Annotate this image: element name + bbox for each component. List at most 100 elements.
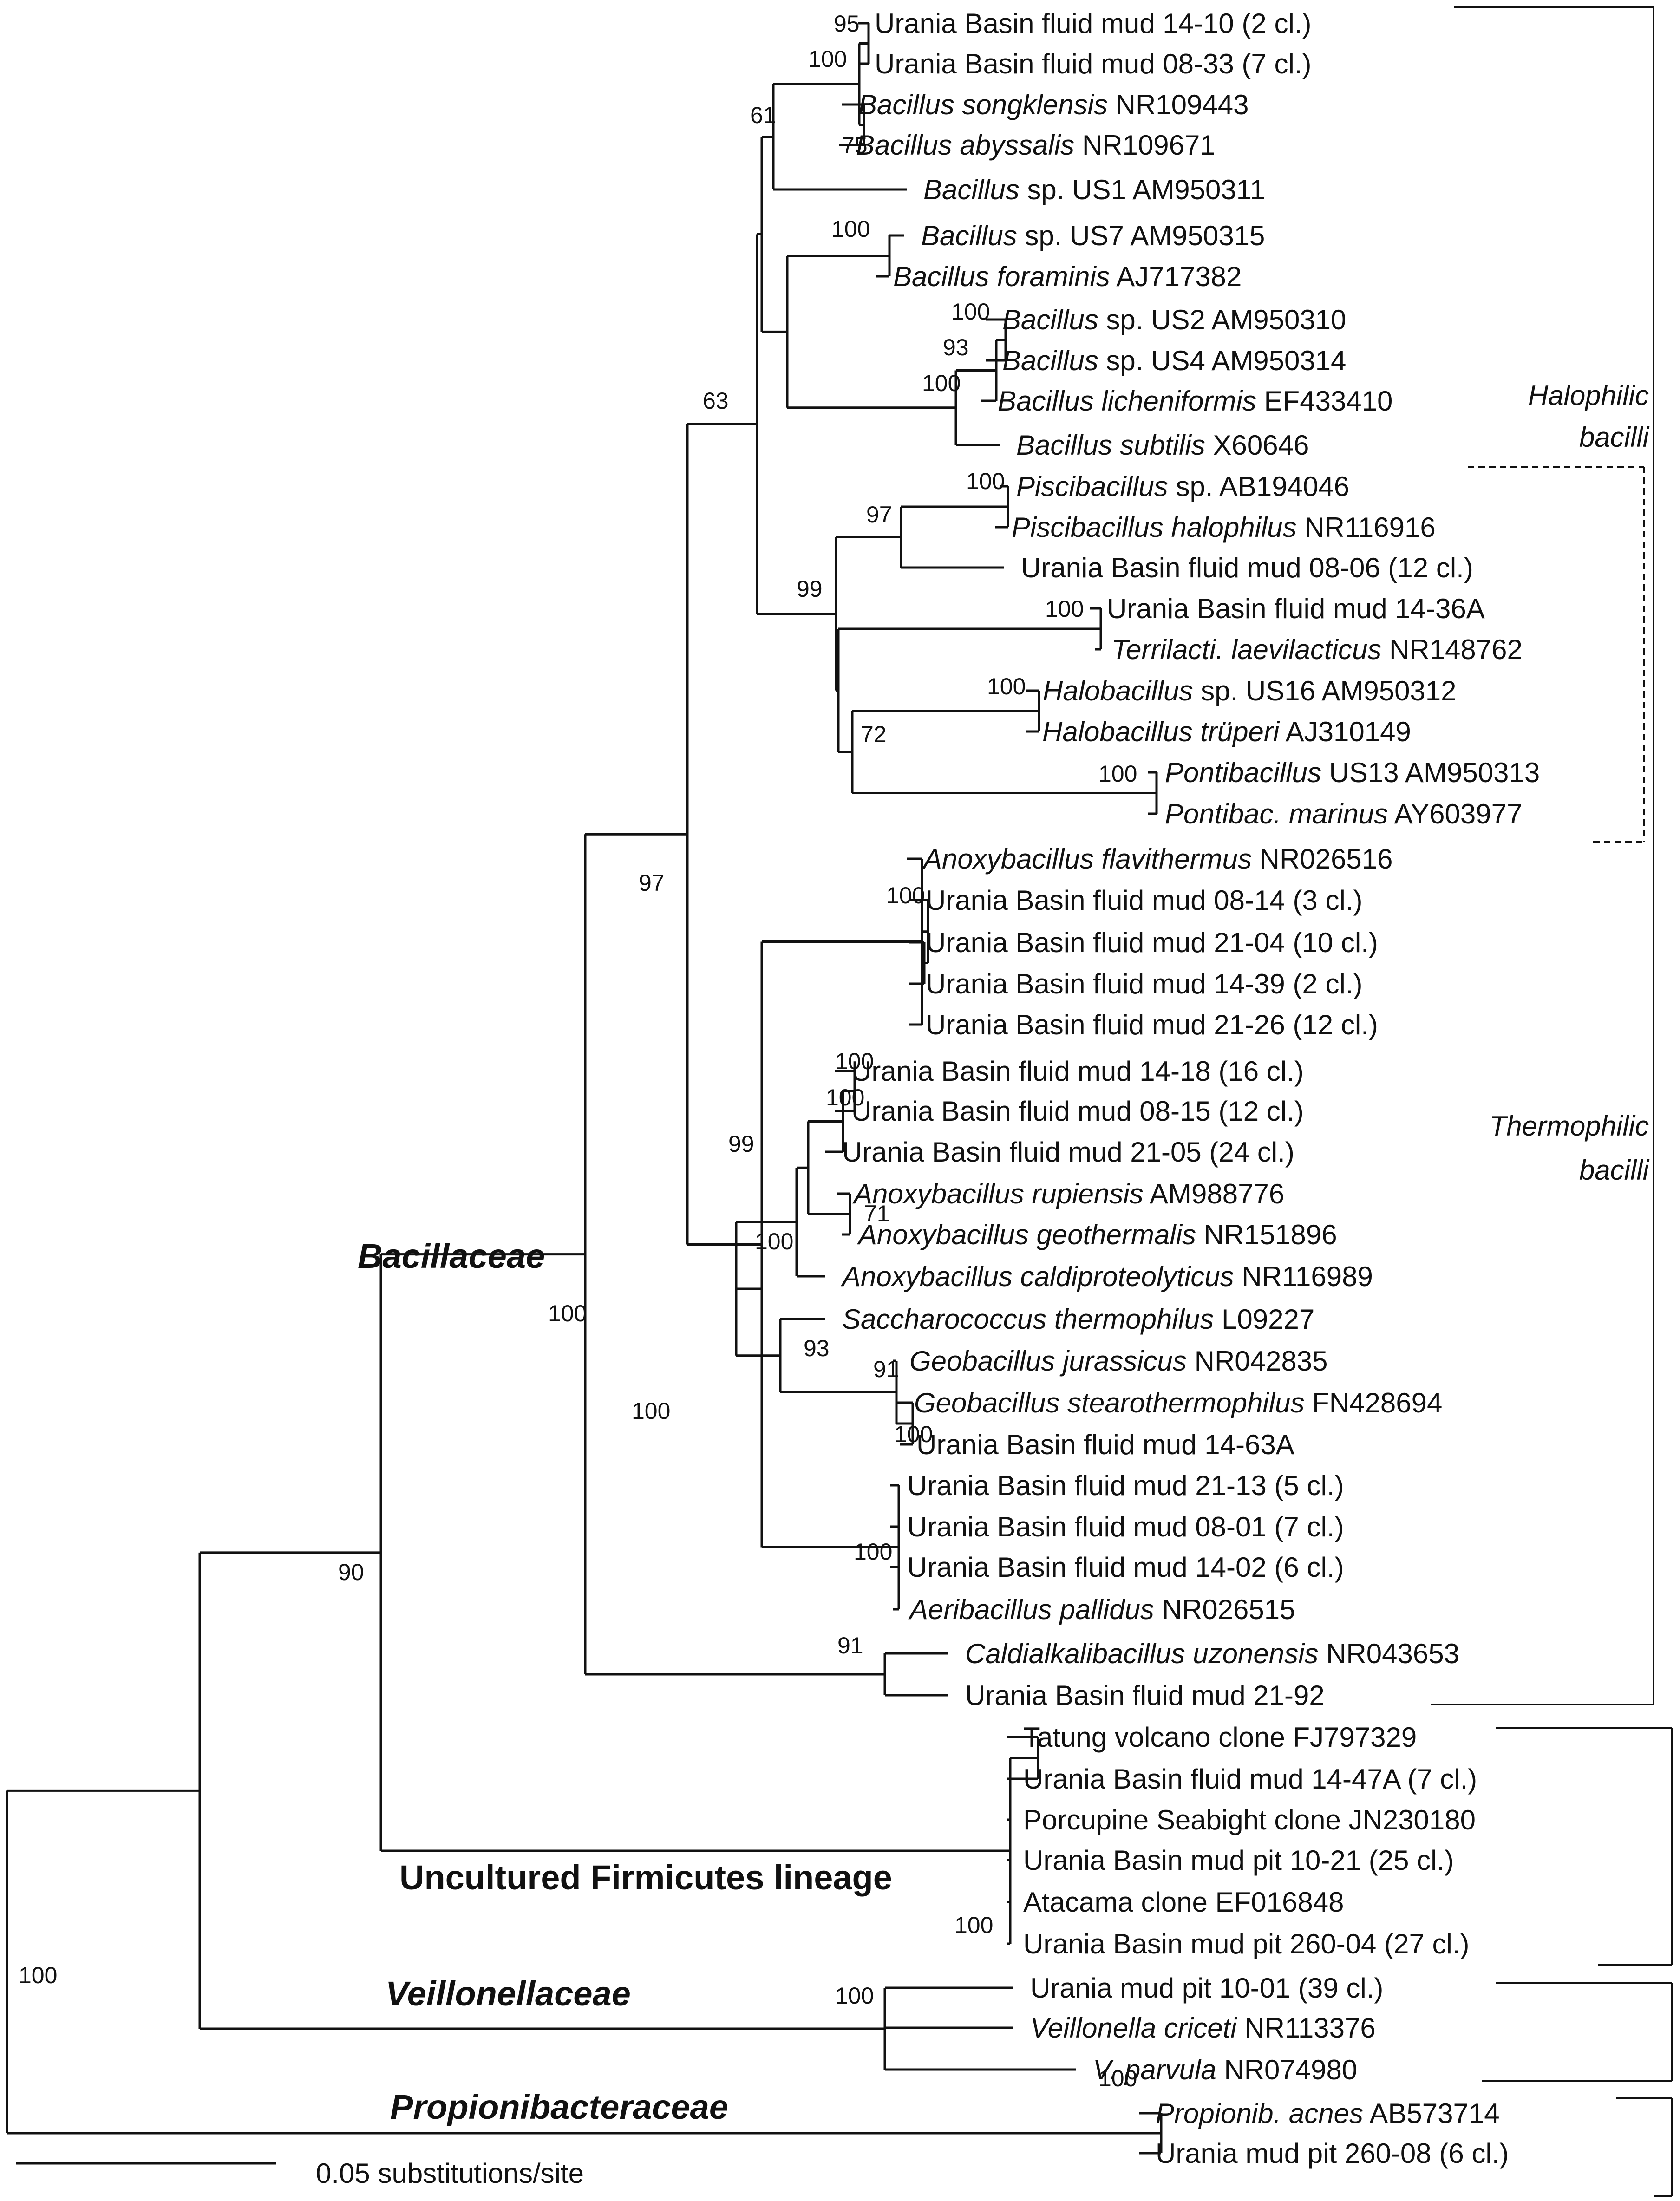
tip-label-accession: Urania Basin fluid mud 14-36A: [1107, 593, 1485, 624]
bootstrap-value: 100: [831, 216, 870, 242]
tip-label-accession: sp. US7 AM950315: [1017, 220, 1265, 251]
tip-label-accession: sp. AB194046: [1168, 471, 1349, 502]
bootstrap-value: 100: [886, 882, 925, 908]
tip-label: Urania Basin fluid mud 14-39 (2 cl.): [926, 968, 1362, 999]
tip-label: Urania Basin mud pit 10-21 (25 cl.): [1023, 1845, 1454, 1876]
tip-label-accession: NR042835: [1187, 1345, 1328, 1377]
tip-label-accession: sp. US1 AM950311: [1020, 174, 1265, 205]
tip-label: Bacillus sp. US7 AM950315: [921, 220, 1265, 251]
tip-label: Urania Basin fluid mud 08-33 (7 cl.): [875, 48, 1311, 79]
tip-label: Anoxybacillus rupiensis AM988776: [852, 1178, 1284, 1209]
tip-label: Urania Basin fluid mud 14-36A: [1107, 593, 1485, 624]
tip-label-accession: sp. US16 AM950312: [1193, 675, 1457, 706]
tip-label: Aeribacillus pallidus NR026515: [908, 1594, 1295, 1625]
tip-label-accession: Urania Basin fluid mud 21-04 (10 cl.): [926, 927, 1378, 958]
tip-label-accession: Urania Basin fluid mud 21-26 (12 cl.): [926, 1009, 1378, 1040]
tip-label: Urania Basin fluid mud 21-05 (24 cl.): [842, 1136, 1294, 1168]
bootstrap-value: 100: [922, 370, 961, 396]
tip-label-accession: US13 AM950313: [1321, 757, 1540, 788]
bootstrap-value: 97: [639, 870, 665, 896]
tip-label: V. parvula NR074980: [1093, 2054, 1357, 2085]
tip-label-accession: Urania mud pit 10-01 (39 cl.): [1030, 1972, 1383, 2004]
bootstrap-value: 100: [548, 1300, 587, 1326]
family-labels: Bacillaceae Uncultured Firmicutes lineag…: [358, 1237, 892, 2126]
tip-label: Urania Basin fluid mud 08-06 (12 cl.): [1021, 552, 1473, 583]
bootstrap-value: 97: [866, 502, 892, 528]
bootstrap-value: 100: [19, 1962, 57, 1988]
tip-label: Geobacillus stearothermophilus FN428694: [914, 1387, 1442, 1418]
tip-label-taxon: Anoxybacillus rupiensis: [852, 1178, 1144, 1209]
tip-label-taxon: Piscibacillus halophilus: [1012, 512, 1297, 543]
tip-label: Saccharococcus thermophilus L09227: [842, 1304, 1314, 1335]
tip-label-accession: Urania Basin fluid mud 14-18 (16 cl.): [851, 1056, 1304, 1087]
bootstrap-value: 100: [808, 46, 847, 72]
tip-label-taxon: Geobacillus stearothermophilus: [914, 1387, 1304, 1418]
tip-label-accession: NR116916: [1297, 512, 1436, 543]
bootstrap-value: 61: [750, 102, 776, 128]
tip-label-accession: AM988776: [1144, 1178, 1285, 1209]
tip-label-accession: Urania Basin fluid mud 08-06 (12 cl.): [1021, 552, 1473, 583]
scale-bar: 0.05 substitutions/site: [16, 2158, 584, 2189]
tip-label: Veillonella criceti NR113376: [1030, 2012, 1376, 2044]
tip-label: Halobacillus trüperi AJ310149: [1042, 716, 1411, 747]
bootstrap-labels: 9510075611001009310063100979910010072100…: [19, 11, 1137, 2091]
tip-label-accession: NR151896: [1196, 1219, 1337, 1250]
tip-label-accession: Urania Basin fluid mud 08-01 (7 cl.): [907, 1511, 1344, 1542]
bootstrap-value: 100: [826, 1084, 864, 1110]
bootstrap-value: 99: [728, 1131, 754, 1157]
tip-label-accession: Urania mud pit 260-08 (6 cl.): [1156, 2138, 1509, 2169]
tip-label-accession: Atacama clone EF016848: [1023, 1887, 1344, 1918]
tip-label: Piscibacillus sp. AB194046: [1016, 471, 1349, 502]
tip-label: Urania Basin fluid mud 14-02 (6 cl.): [907, 1552, 1344, 1583]
tip-label-taxon: Bacillus abyssalis: [856, 130, 1074, 161]
scale-bar-label: 0.05 substitutions/site: [316, 2158, 584, 2189]
tip-label: Bacillus sp. US2 AM950310: [1002, 304, 1346, 335]
tip-label: Urania Basin fluid mud 21-04 (10 cl.): [926, 927, 1378, 958]
clade-label-thermophilic: Thermophilic: [1490, 1110, 1649, 1142]
tip-label: Propionib. acnes AB573714: [1156, 2098, 1500, 2129]
tip-label-accession: NR148762: [1381, 634, 1523, 665]
tip-label-accession: EF433410: [1256, 385, 1393, 417]
tip-label: Geobacillus jurassicus NR042835: [909, 1345, 1327, 1377]
tip-label: Terrilacti. laevilacticus NR148762: [1111, 634, 1523, 665]
clade-brackets: [1431, 6, 1673, 2197]
bootstrap-value: 100: [951, 299, 990, 325]
bootstrap-value: 100: [954, 1912, 993, 1938]
bootstrap-value: 95: [834, 11, 860, 37]
tip-label-accession: Urania Basin fluid mud 21-05 (24 cl.): [842, 1136, 1294, 1168]
tip-labels: Urania Basin fluid mud 14-10 (2 cl.)Uran…: [841, 8, 1540, 2169]
clade-label-halophilic: Halophilic: [1528, 380, 1649, 411]
tip-label-accession: Urania Basin fluid mud 08-33 (7 cl.): [875, 48, 1311, 79]
group-label-bacillaceae: Bacillaceae: [358, 1237, 545, 1275]
tip-label-taxon: Pontibacillus: [1165, 757, 1321, 788]
tip-label-accession: Urania Basin fluid mud 14-47A (7 cl.): [1023, 1763, 1477, 1795]
tip-label-accession: NR113376: [1237, 2012, 1376, 2044]
tip-label: Bacillus licheniformis EF433410: [998, 385, 1392, 417]
tip-label: Pontibacillus US13 AM950313: [1165, 757, 1540, 788]
tip-label-taxon: Pontibac. marinus: [1165, 798, 1388, 829]
bootstrap-value: 72: [861, 721, 887, 747]
group-label-uncultured-firmicutes: Uncultured Firmicutes lineage: [399, 1858, 892, 1897]
tip-label: Urania mud pit 10-01 (39 cl.): [1030, 1972, 1383, 2004]
bootstrap-value: 100: [632, 1398, 670, 1424]
tip-label-taxon: Bacillus songklensis: [858, 89, 1108, 120]
tip-label-accession: NR043653: [1318, 1638, 1459, 1669]
tip-label: Porcupine Seabight clone JN230180: [1023, 1804, 1476, 1835]
tip-label-accession: Urania Basin fluid mud 21-92: [965, 1680, 1325, 1711]
tip-label: Urania Basin fluid mud 21-13 (5 cl.): [907, 1470, 1344, 1501]
tip-label: Anoxybacillus flavithermus NR026516: [922, 843, 1393, 875]
tip-label: Pontibac. marinus AY603977: [1165, 798, 1522, 829]
bootstrap-value: 100: [1098, 2065, 1137, 2091]
tip-label-taxon: V. parvula: [1093, 2054, 1216, 2085]
tip-label-accession: Urania Basin fluid mud 21-13 (5 cl.): [907, 1470, 1344, 1501]
tip-label-accession: Urania Basin fluid mud 14-63A: [916, 1429, 1294, 1460]
tip-label: Urania mud pit 260-08 (6 cl.): [1156, 2138, 1509, 2169]
tip-label-taxon: Propionib. acnes: [1156, 2098, 1363, 2129]
tip-label: Urania Basin mud pit 260-04 (27 cl.): [1023, 1928, 1469, 1959]
tip-label-taxon: Bacillus: [1002, 345, 1098, 376]
tip-label-taxon: Caldialkalibacillus uzonensis: [965, 1638, 1318, 1669]
tip-label: Urania Basin fluid mud 14-47A (7 cl.): [1023, 1763, 1477, 1795]
tip-label-taxon: Saccharococcus thermophilus: [842, 1304, 1214, 1335]
tip-label: Bacillus subtilis X60646: [1016, 430, 1309, 461]
